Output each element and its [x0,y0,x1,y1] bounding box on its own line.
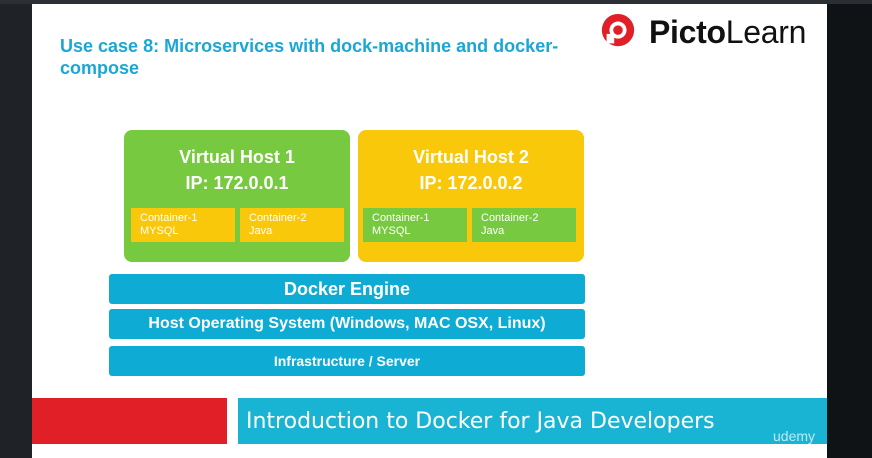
container-name: Container-2 [249,212,307,224]
container-name: Container-1 [372,212,430,224]
container-app: MYSQL [140,225,179,237]
container-name: Container-2 [481,212,539,224]
player-side-strip [827,4,872,458]
host-name: Virtual Host 1 [179,147,295,167]
container-2-box: Container-2 Java [240,208,344,242]
host-ip: IP: 172.0.0.2 [419,173,523,193]
container-app: Java [481,225,505,237]
infrastructure-bar: Infrastructure / Server [109,346,585,376]
udemy-watermark: udemy [773,428,816,444]
brand-logo: PictoLearn [599,12,806,52]
host-name: Virtual Host 2 [413,147,529,167]
container-name: Container-1 [140,212,198,224]
host-os-bar: Host Operating System (Windows, MAC OSX,… [109,309,585,339]
container-app: MYSQL [372,225,411,237]
virtual-host-2: Virtual Host 2 IP: 172.0.0.2 Container-1… [358,130,584,262]
slide: Use case 8: Microservices with dock-mach… [32,4,827,458]
virtual-host-1: Virtual Host 1 IP: 172.0.0.1 Container-1… [124,130,350,262]
container-1-box: Container-1 MYSQL [131,208,235,242]
container-app: Java [249,225,273,237]
footer-red-block [32,398,227,444]
slide-title: Use case 8: Microservices with dock-mach… [60,36,559,78]
container-1-box: Container-1 MYSQL [363,208,467,242]
docker-engine-bar: Docker Engine [109,274,585,304]
host-ip: IP: 172.0.0.1 [185,173,289,193]
brand-name-regular: Learn [725,13,807,50]
brand-name: PictoLearn [649,14,806,51]
course-title-banner: Introduction to Docker for Java Develope… [238,398,827,444]
pictolearn-logo-icon [601,13,635,47]
brand-name-bold: Picto [649,13,726,50]
container-2-box: Container-2 Java [472,208,576,242]
top-bar [0,0,872,4]
